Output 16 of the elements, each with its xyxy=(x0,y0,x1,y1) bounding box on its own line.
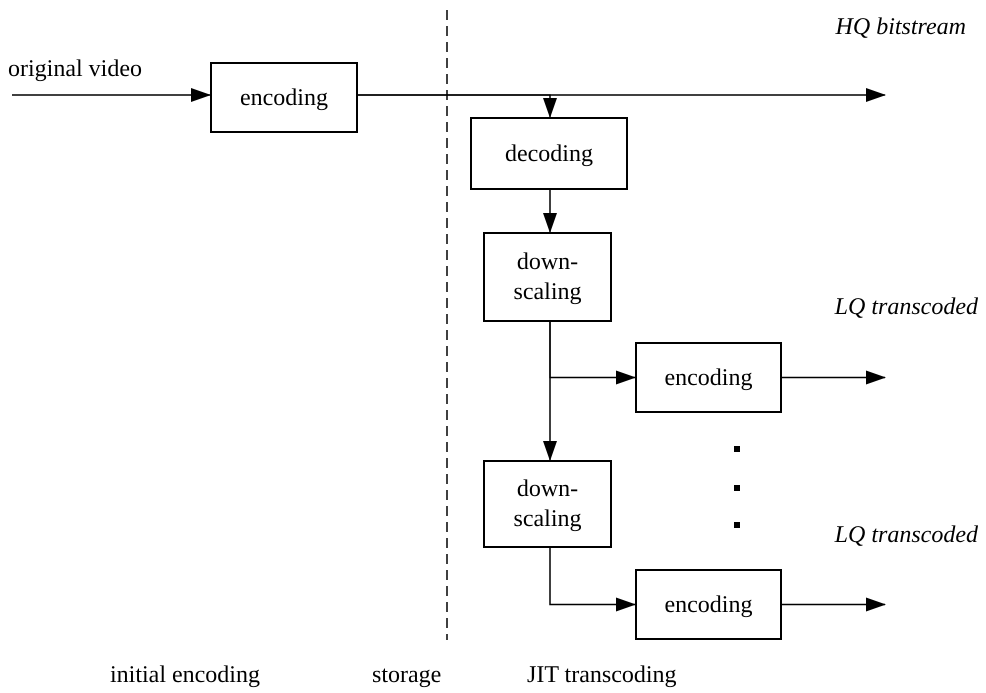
process-box: down- scaling xyxy=(483,460,612,548)
process-box: encoding xyxy=(210,62,358,133)
arrow xyxy=(543,190,557,233)
process-box: decoding xyxy=(470,117,628,190)
arrow xyxy=(549,548,636,612)
section-label: storage xyxy=(372,661,442,690)
arrow xyxy=(782,370,886,384)
arrow xyxy=(543,322,557,461)
process-box: encoding xyxy=(635,342,782,413)
section-label: initial encoding xyxy=(110,661,260,690)
process-box: encoding xyxy=(635,569,782,640)
section-label: JIT transcoding xyxy=(527,661,677,690)
arrow xyxy=(358,94,557,118)
arrow xyxy=(782,598,886,612)
process-box: down- scaling xyxy=(483,232,612,322)
arrow xyxy=(12,88,211,102)
